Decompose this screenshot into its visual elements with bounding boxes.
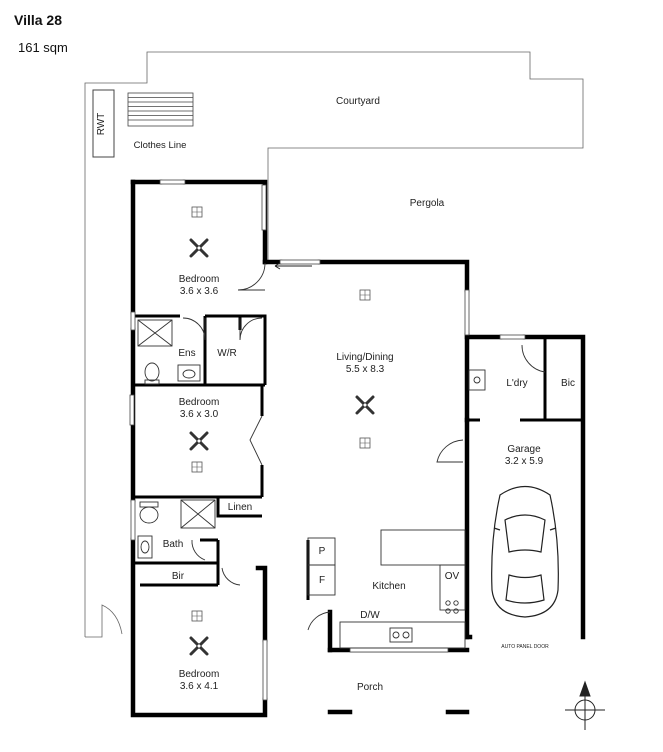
label-bedroom-3: Bedroom [179,669,220,680]
label-garage-size: 3.2 x 5.9 [505,456,544,467]
ensuite-fixtures [137,319,201,385]
label-ens: Ens [178,348,195,359]
label-bir: Bir [172,571,185,582]
label-fridge: F [319,575,325,586]
label-bedroom-1: Bedroom [179,274,220,285]
sliding-door-arrow-icon [274,262,312,270]
label-garage: Garage [507,444,541,455]
villa-title: Villa 28 [14,12,63,28]
car-icon [491,485,559,618]
label-living-dining: Living/Dining [336,352,393,363]
label-linen: Linen [228,502,252,513]
label-rwt: RWT [96,113,107,136]
villa-area: 161 sqm [18,40,68,55]
north-arrow-icon [565,680,605,730]
label-auto-panel-door: AUTO PANEL DOOR [501,644,549,650]
label-wir: W/R [217,348,236,359]
clothes-line-icon [127,92,194,127]
label-bath: Bath [163,539,184,550]
bath-fixtures [137,499,216,559]
label-dishwasher: D/W [360,610,380,621]
kitchen-fixtures [307,529,466,649]
rwt-tank [92,89,115,158]
label-kitchen: Kitchen [372,581,405,592]
label-bedroom-1-size: 3.6 x 3.6 [180,286,219,297]
label-clothes-line: Clothes Line [134,140,187,151]
label-porch: Porch [357,682,383,693]
label-bic: Bic [561,378,575,389]
ceiling-fan-icons [189,238,375,656]
label-bedroom-3-size: 3.6 x 4.1 [180,681,219,692]
label-laundry: L'dry [506,378,527,389]
label-bedroom-2-size: 3.6 x 3.0 [180,409,219,420]
label-courtyard: Courtyard [336,96,380,107]
label-pantry: P [319,546,326,557]
label-pergola: Pergola [410,198,445,209]
site-boundary [84,51,584,638]
doors [182,262,546,631]
label-bedroom-2: Bedroom [179,397,220,408]
laundry-tub-icon [468,369,486,391]
label-living-dining-size: 5.5 x 8.3 [346,364,385,375]
label-oven: OV [445,571,460,582]
